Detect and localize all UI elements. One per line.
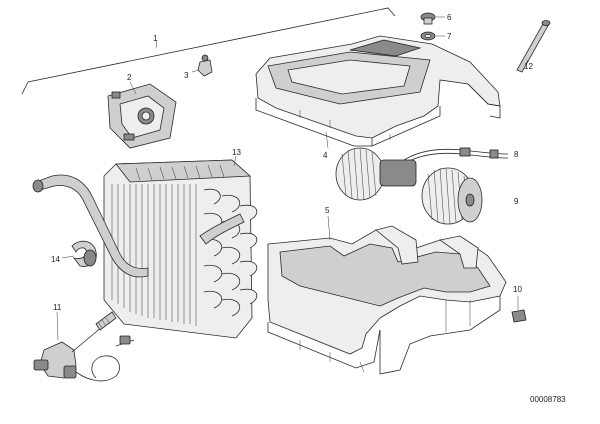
blower-motor-part <box>335 147 483 225</box>
pipe-clamp-part <box>61 240 97 267</box>
upper-housing-cover-part <box>255 35 501 149</box>
callout-1: 1 <box>153 34 158 43</box>
callout-5: 5 <box>325 206 330 215</box>
lower-housing-part <box>267 215 507 375</box>
callout-7: 7 <box>447 32 452 41</box>
callout-9: 9 <box>514 197 519 206</box>
clip-part-10 <box>511 296 527 323</box>
callout-12: 12 <box>524 62 533 71</box>
callout-14: 14 <box>51 255 60 264</box>
callout-3: 3 <box>184 71 189 80</box>
resistor-bracket-part <box>107 81 177 149</box>
callout-labels: 1 2 3 6 7 12 4 8 9 13 5 14 10 11 <box>51 13 533 312</box>
callout-10: 10 <box>513 285 522 294</box>
clip-part <box>191 54 213 77</box>
expansion-valve-part <box>33 311 135 382</box>
callout-6: 6 <box>447 13 452 22</box>
wire-harness-part <box>403 147 509 165</box>
callout-2: 2 <box>127 73 132 82</box>
grommet-part-6 <box>420 12 445 25</box>
grommet-part-7 <box>420 31 445 41</box>
diagram-code: 00008783 <box>530 395 566 404</box>
callout-8: 8 <box>514 150 519 159</box>
callout-4: 4 <box>323 151 328 160</box>
callout-13: 13 <box>232 148 241 157</box>
rod-part <box>516 20 551 73</box>
evaporator-core-part <box>32 155 258 339</box>
callout-11: 11 <box>53 303 62 312</box>
assembly-bracket-1 <box>21 7 396 95</box>
